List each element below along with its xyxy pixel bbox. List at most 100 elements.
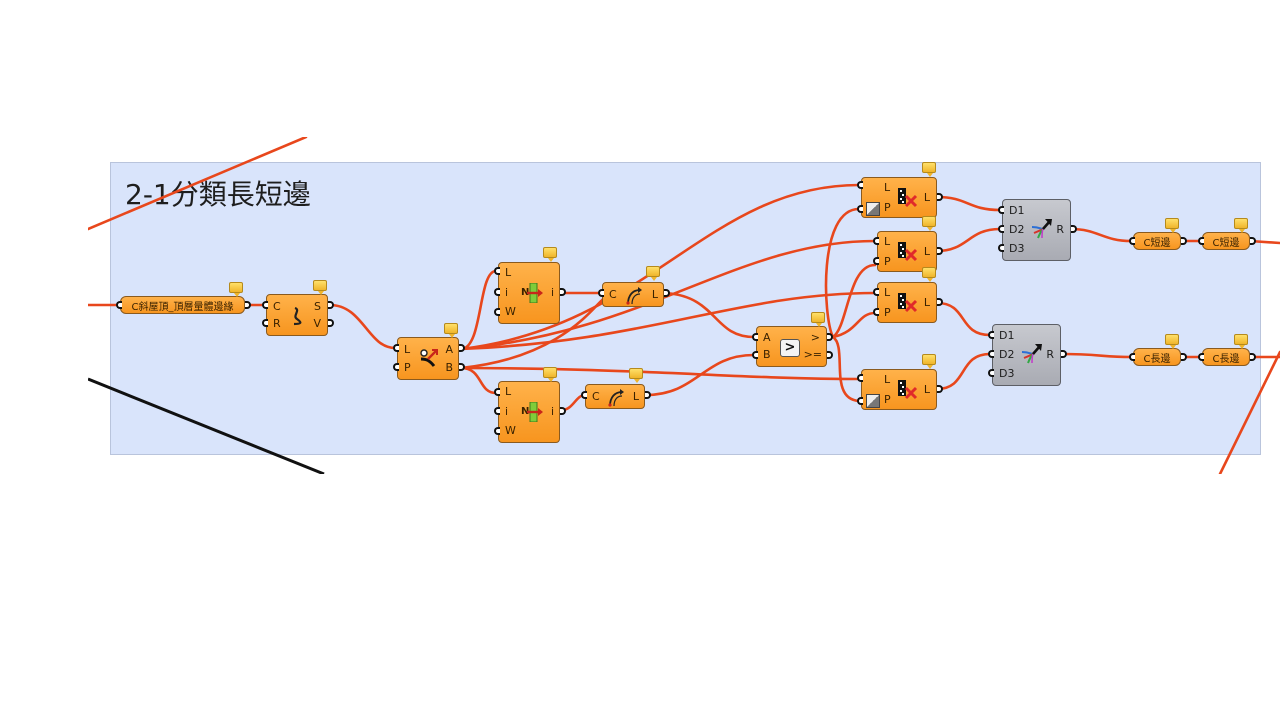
grip[interactable]: [857, 205, 863, 213]
invert-toggle-icon[interactable]: [866, 394, 880, 408]
grip[interactable]: [393, 344, 399, 352]
grip[interactable]: [988, 331, 994, 339]
preview-flag-icon: [1234, 334, 1248, 349]
wire-A-cull1-L: [459, 183, 861, 351]
grip[interactable]: [494, 407, 500, 415]
port-S: S: [314, 300, 321, 313]
grip[interactable]: [393, 363, 399, 371]
cull-pattern-4-component[interactable]: L P L: [861, 369, 937, 410]
grip[interactable]: [873, 308, 879, 316]
grip[interactable]: [827, 333, 833, 341]
grip[interactable]: [827, 351, 833, 359]
input-curve-param[interactable]: C斜屋頂_頂層量體邊緣: [120, 296, 245, 314]
wire-cull1-mergeTop: [935, 195, 1002, 212]
grip[interactable]: [1181, 237, 1187, 245]
preview-flag-icon: [922, 216, 936, 231]
output-grip[interactable]: [245, 301, 251, 309]
grip[interactable]: [937, 247, 943, 255]
grip[interactable]: [262, 301, 268, 309]
merge-top-component[interactable]: D1 D2 D3 R: [1002, 199, 1071, 261]
grip[interactable]: [752, 351, 758, 359]
grip[interactable]: [328, 319, 334, 327]
grip[interactable]: [988, 350, 994, 358]
grip[interactable]: [262, 319, 268, 327]
wire-external-top: [88, 137, 308, 231]
port-L: L: [632, 390, 639, 403]
cull-pattern-1-component[interactable]: L P L: [861, 177, 937, 218]
grip[interactable]: [1198, 237, 1204, 245]
grip[interactable]: [1129, 353, 1135, 361]
grip[interactable]: [1198, 353, 1204, 361]
grip[interactable]: [494, 267, 500, 275]
short-edge-label: C短邊: [1143, 237, 1171, 249]
cull-pattern-icon: [898, 380, 918, 400]
port-L: L: [404, 343, 411, 356]
merge-icon: [1021, 344, 1042, 364]
grip[interactable]: [752, 333, 758, 341]
wire-cull3-mergeBot: [935, 301, 992, 337]
short-edge-param-b[interactable]: C短邊: [1202, 232, 1250, 250]
preview-flag-icon: [1234, 218, 1248, 233]
input-grip[interactable]: [116, 301, 122, 309]
grip[interactable]: [1250, 237, 1256, 245]
grip[interactable]: [1181, 353, 1187, 361]
grip[interactable]: [328, 301, 334, 309]
grip[interactable]: [581, 391, 587, 399]
larger-than-component[interactable]: A B > >= >: [756, 326, 827, 367]
grip[interactable]: [664, 289, 670, 297]
grip[interactable]: [937, 298, 943, 306]
grip[interactable]: [998, 244, 1004, 252]
long-edge-param-a[interactable]: C長邊: [1133, 348, 1181, 366]
grip[interactable]: [988, 369, 994, 377]
grip[interactable]: [459, 344, 465, 352]
list-item-top-component[interactable]: L i W i N: [498, 262, 560, 324]
dispatch-component[interactable]: L P A B: [397, 337, 459, 380]
grip[interactable]: [459, 363, 465, 371]
list-item-N: N: [521, 287, 530, 298]
short-edge-label: C短邊: [1212, 237, 1240, 249]
grip[interactable]: [645, 391, 651, 399]
grip[interactable]: [937, 385, 943, 393]
wire-A-item-top: [459, 269, 498, 351]
grip[interactable]: [998, 225, 1004, 233]
grip[interactable]: [1129, 237, 1135, 245]
port-i: i: [505, 286, 509, 299]
port-P: P: [884, 255, 891, 268]
cull-pattern-2-component[interactable]: L P L: [877, 231, 937, 272]
grip[interactable]: [1071, 225, 1077, 233]
grip[interactable]: [857, 397, 863, 405]
explode-component[interactable]: C R S V: [266, 294, 328, 336]
grip[interactable]: [598, 289, 604, 297]
length-top-component[interactable]: C L: [602, 282, 664, 307]
cull-pattern-3-component[interactable]: L P L: [877, 282, 937, 323]
grip[interactable]: [494, 288, 500, 296]
grip[interactable]: [873, 257, 879, 265]
grip[interactable]: [1250, 353, 1256, 361]
grip[interactable]: [998, 206, 1004, 214]
grip[interactable]: [857, 374, 863, 382]
preview-flag-icon: [922, 267, 936, 282]
grip[interactable]: [857, 181, 863, 189]
port-R: R: [1056, 223, 1064, 236]
grip[interactable]: [494, 388, 500, 396]
merge-bottom-component[interactable]: D1 D2 D3 R: [992, 324, 1061, 386]
port-i-out: i: [550, 286, 554, 299]
grip[interactable]: [494, 308, 500, 316]
invert-toggle-icon[interactable]: [866, 202, 880, 216]
preview-flag-icon: [646, 266, 660, 281]
short-edge-param-a[interactable]: C短邊: [1133, 232, 1181, 250]
port-C: C: [592, 390, 600, 403]
port-L: L: [884, 235, 891, 248]
grip[interactable]: [1061, 350, 1067, 358]
list-item-bottom-component[interactable]: L i W i N: [498, 381, 560, 443]
grip[interactable]: [560, 407, 566, 415]
grip[interactable]: [937, 193, 943, 201]
grip[interactable]: [560, 288, 566, 296]
grip[interactable]: [873, 237, 879, 245]
grip[interactable]: [873, 288, 879, 296]
port-P: P: [884, 393, 891, 406]
grip[interactable]: [494, 427, 500, 435]
length-bottom-component[interactable]: C L: [585, 384, 645, 409]
grasshopper-canvas[interactable]: 2-1分類長短邊: [88, 137, 1280, 474]
long-edge-param-b[interactable]: C長邊: [1202, 348, 1250, 366]
